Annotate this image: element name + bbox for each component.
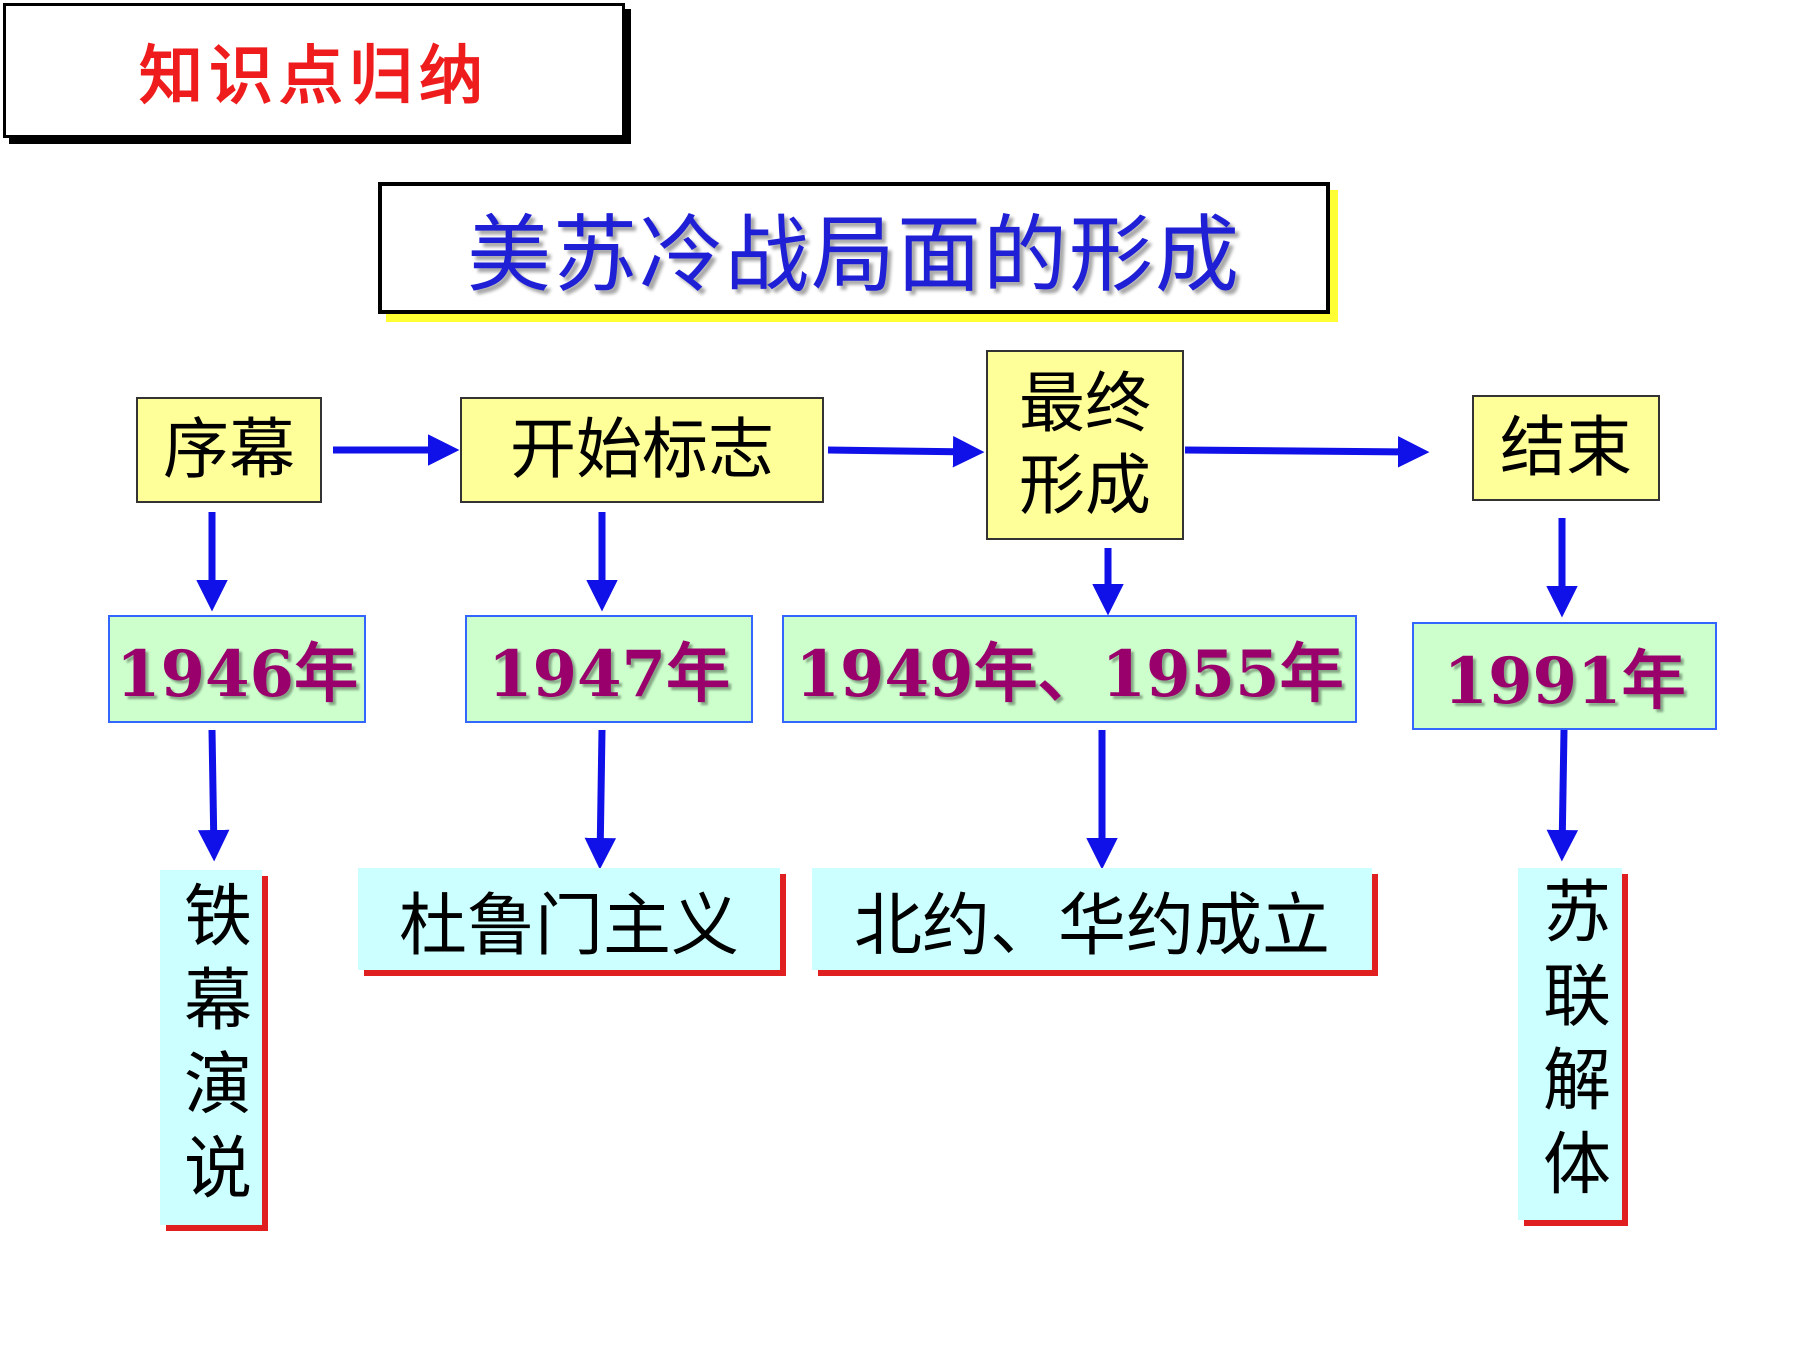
year-box-3: 1949年、1955年 xyxy=(782,615,1357,723)
event-box-4: 苏联解体 xyxy=(1518,868,1622,1220)
year-box-1: 1946年 xyxy=(108,615,366,723)
title-box: 美苏冷战局面的形成 xyxy=(378,182,1330,314)
stage-label: 开始标志 xyxy=(510,410,774,488)
stage-box-start: 开始标志 xyxy=(460,397,824,503)
arrow-stage-3-to-4 xyxy=(1184,436,1430,468)
section-label: 知识点归纳 xyxy=(139,39,489,114)
event-label: 北约、华约成立 xyxy=(853,886,1330,966)
event-label: 苏联解体 xyxy=(1530,876,1610,1212)
section-label-box: 知识点归纳 xyxy=(3,3,625,138)
arrow-year1-to-event1 xyxy=(197,729,230,862)
event-box-2: 杜鲁门主义 xyxy=(358,868,780,970)
stage-label: 结束 xyxy=(1500,408,1632,486)
year-box-4: 1991年 xyxy=(1412,622,1717,730)
arrow-stage-2-to-3 xyxy=(827,435,985,468)
stage-box-end: 结束 xyxy=(1472,395,1660,501)
stage-label: 最终形成 xyxy=(1019,364,1151,525)
stage-box-prelude: 序幕 xyxy=(136,397,322,503)
year-box-2: 1947年 xyxy=(465,615,753,723)
event-label: 铁幕演说 xyxy=(171,879,251,1216)
year-label: 1947年 xyxy=(487,637,731,712)
event-label: 杜鲁门主义 xyxy=(398,886,739,966)
stage-box-final-formation: 最终形成 xyxy=(986,350,1184,540)
year-label: 1946年 xyxy=(115,637,359,712)
stage-label: 序幕 xyxy=(163,410,295,488)
year-label: 1991年 xyxy=(1443,644,1686,719)
arrow-year4-to-event4 xyxy=(1546,729,1579,862)
event-box-1: 铁幕演说 xyxy=(160,870,262,1225)
event-box-3: 北约、华约成立 xyxy=(812,868,1372,970)
year-label: 1949年、1955年 xyxy=(795,637,1344,712)
diagram-title: 美苏冷战局面的形成 xyxy=(466,205,1241,304)
arrow-year2-to-event2 xyxy=(584,729,617,870)
